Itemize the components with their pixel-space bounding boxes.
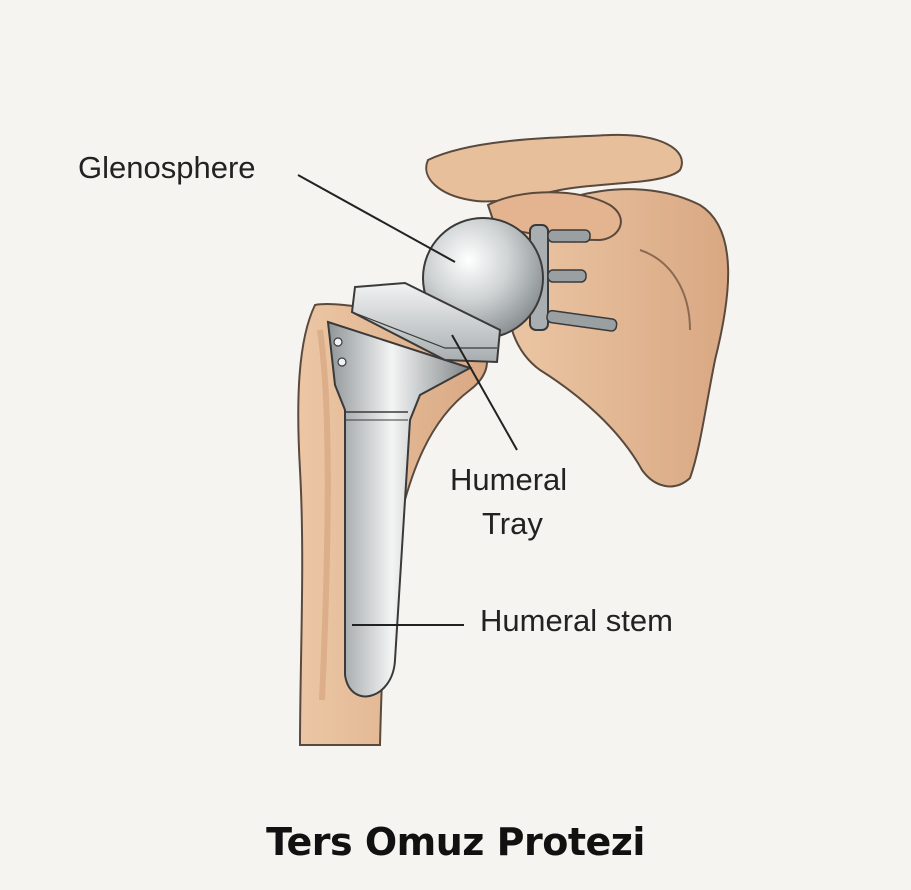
humeral-tray-label-line2: Tray xyxy=(482,506,543,542)
humeral-stem xyxy=(328,322,470,696)
humeral-stem-label: Humeral stem xyxy=(480,603,673,639)
glenosphere-label: Glenosphere xyxy=(78,150,256,186)
caption-title: Ters Omuz Protezi xyxy=(0,820,911,864)
humeral-tray-label-line1: Humeral xyxy=(450,462,567,498)
